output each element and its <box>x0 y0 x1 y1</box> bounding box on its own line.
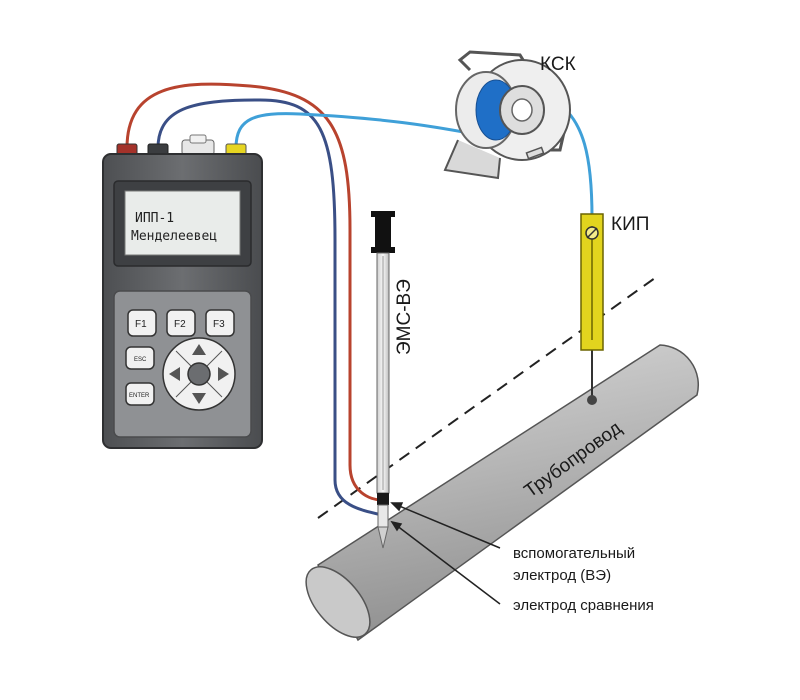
device-ipp1: ИПП-1 Менделеевец F1 F2 F3 ESC ENTER <box>102 134 263 449</box>
f2-key[interactable]: F2 <box>166 309 196 337</box>
lcd-screen <box>124 190 241 256</box>
screen-line-1: ИПП-1 <box>135 211 174 226</box>
kip-pipe-contact <box>587 395 597 405</box>
arrow-left-icon[interactable] <box>169 367 180 381</box>
ems-ve-electrode <box>371 211 395 549</box>
f3-key[interactable]: F3 <box>205 309 235 337</box>
screen-line-2: Менделеевец <box>131 229 217 244</box>
ksk-reel <box>443 50 571 180</box>
dpad[interactable] <box>162 337 236 411</box>
wires <box>125 82 597 517</box>
svg-text:F2: F2 <box>174 319 186 330</box>
red-wire <box>125 82 384 502</box>
kip-label: КИП <box>611 214 649 235</box>
kip-post <box>580 213 604 351</box>
svg-text:F3: F3 <box>213 319 225 330</box>
esc-key[interactable]: ESC <box>125 346 155 370</box>
blue-wire <box>156 98 384 517</box>
f1-key[interactable]: F1 <box>127 309 157 337</box>
callout-lines <box>390 502 501 605</box>
svg-text:ENTER: ENTER <box>129 393 150 399</box>
aux-electrode-label-2: электрод (ВЭ) <box>513 567 611 584</box>
ems-label: ЭМС-ВЭ <box>394 279 415 355</box>
svg-text:F1: F1 <box>135 319 147 330</box>
arrow-up-icon[interactable] <box>192 344 206 355</box>
arrow-right-icon[interactable] <box>218 367 229 381</box>
aux-electrode-label-1: вспомогательный <box>513 545 635 562</box>
light-blue-wire <box>234 112 497 150</box>
enter-key[interactable]: ENTER <box>125 382 155 406</box>
ref-electrode-label: электрод сравнения <box>513 597 654 614</box>
ksk-label: КСК <box>540 54 576 75</box>
svg-text:ESC: ESC <box>134 357 147 363</box>
arrow-down-icon[interactable] <box>192 393 206 404</box>
